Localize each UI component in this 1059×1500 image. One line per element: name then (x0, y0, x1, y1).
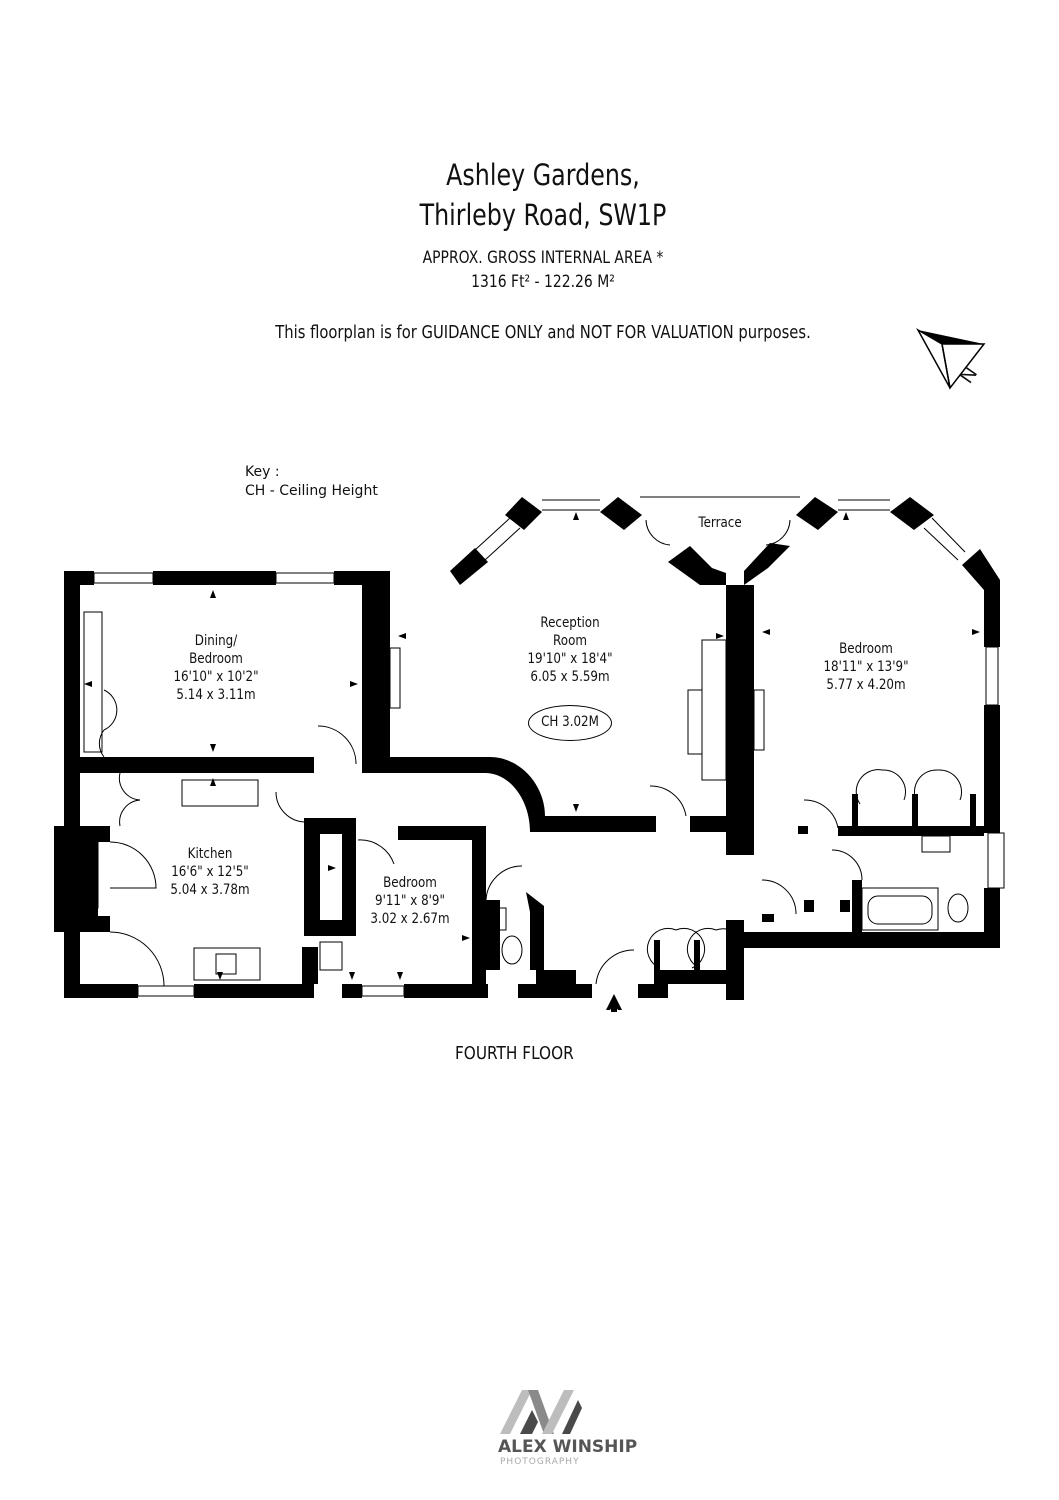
fixtures (65, 611, 969, 981)
bedroom-large-metric: 5.77 x 4.20m (826, 677, 906, 693)
dining-imperial: 16'10" x 10'2" (173, 669, 259, 685)
area-value: 1316 Ft² - 122.26 M² (98, 272, 989, 292)
floor-label: FOURTH FLOOR (455, 1043, 574, 1064)
bedroom-small-imperial: 9'11" x 8'9" (375, 893, 445, 909)
brand-tagline: PHOTOGRAPHY (500, 1457, 580, 1467)
reception-imperial: 19'10" x 18'4" (527, 651, 613, 667)
brand-name: ALEX WINSHIP (498, 1437, 638, 1457)
room-label-terrace: Terrace (686, 514, 754, 532)
bedroom-large-name: Bedroom (839, 641, 893, 657)
key-title: Key : (245, 464, 280, 480)
title-line-2: Thirleby Road, SW1P (419, 198, 667, 232)
windows (93, 496, 1005, 997)
room-label-kitchen: Kitchen 16'6" x 12'5" 5.04 x 3.78m (151, 845, 270, 899)
area-label: APPROX. GROSS INTERNAL AREA * (422, 248, 664, 268)
door-swings (98, 519, 863, 987)
title-line-1: Ashley Gardens, (446, 158, 640, 192)
radiator-markers (84, 512, 980, 1012)
bedroom-small-name: Bedroom (383, 875, 437, 891)
kitchen-name: Kitchen (187, 846, 233, 862)
aw-monogram-logo (498, 1386, 584, 1436)
ceiling-height-ellipse (528, 705, 612, 741)
area-value-text: 1316 Ft² - 122.26 M² (471, 272, 615, 292)
dining-name-2: Bedroom (189, 651, 243, 667)
disclaimer: This floorplan is for GUIDANCE ONLY and … (275, 322, 811, 343)
bedroom-small-metric: 3.02 x 2.67m (370, 911, 450, 927)
room-label-reception: Reception Room 19'10" x 18'4" 6.05 x 5.5… (511, 614, 630, 686)
terrace-name: Terrace (698, 515, 742, 531)
closet-posts (654, 794, 976, 972)
room-label-bedroom-large: Bedroom 18'11" x 13'9" 5.77 x 4.20m (807, 640, 926, 694)
room-label-dining: Dining/ Bedroom 16'10" x 10'2" 5.14 x 3.… (157, 632, 276, 704)
room-label-bedroom-small: Bedroom 9'11" x 8'9" 3.02 x 2.67m (351, 874, 470, 928)
walls (54, 497, 1000, 1000)
kitchen-metric: 5.04 x 3.78m (170, 882, 250, 898)
key-entry: CH - Ceiling Height (245, 483, 378, 499)
ceiling-height-label: CH 3.02M (541, 714, 599, 730)
kitchen-imperial: 16'6" x 12'5" (171, 864, 249, 880)
north-arrow-icon (912, 326, 992, 396)
bedroom-large-imperial: 18'11" x 13'9" (823, 659, 909, 675)
dining-name-1: Dining/ (194, 633, 238, 649)
reception-metric: 6.05 x 5.59m (530, 669, 610, 685)
dining-metric: 5.14 x 3.11m (176, 687, 256, 703)
reception-name-1: Reception (540, 615, 600, 631)
reception-name-2: Room (553, 633, 587, 649)
